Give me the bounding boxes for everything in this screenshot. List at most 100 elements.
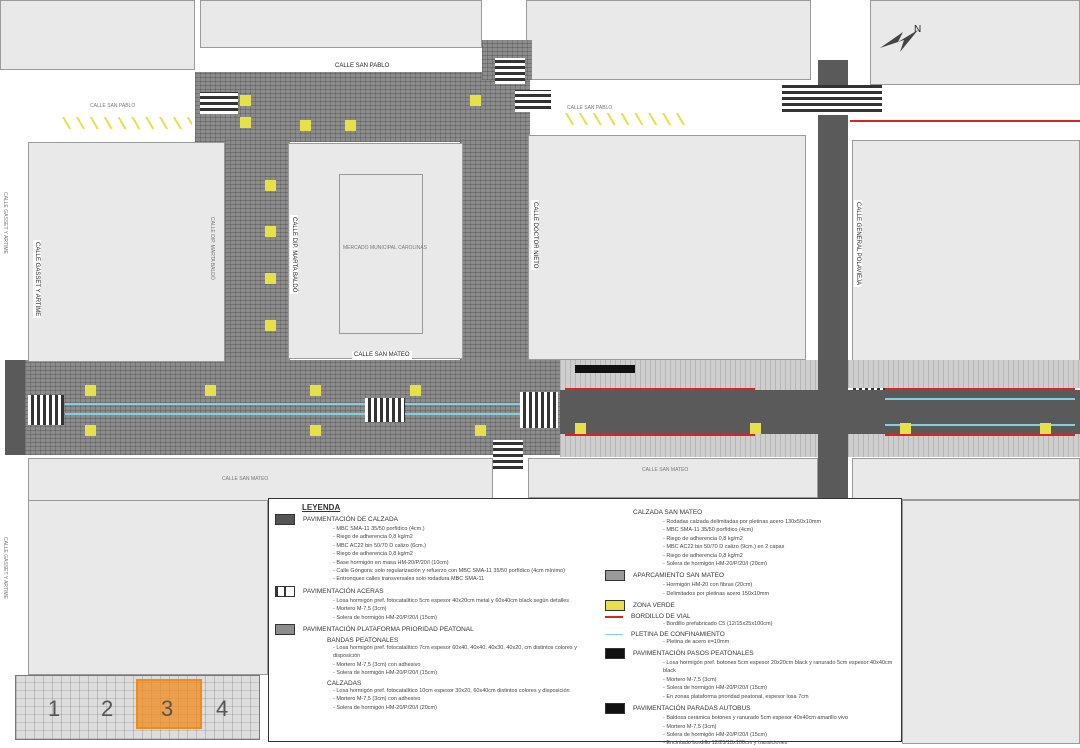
key-map-highlight [136, 679, 202, 729]
confinement-strip [65, 413, 520, 415]
street-label: CALLE DIP. MARTA BALDÓ [290, 215, 298, 295]
pedestrian-plaza [460, 140, 530, 365]
legend-item: - Losa hormigón pref. botones 5cm espeso… [663, 660, 893, 675]
key-map-section[interactable]: 4 [216, 696, 229, 721]
legend-title: LEYENDA [302, 503, 341, 512]
legend-item: - Solera de hormigón HM-20/P/20/I (15cm) [663, 731, 767, 738]
sidewalk [560, 432, 818, 457]
legend-entry-title: PAVIMENTACIÓN PARADAS AUTOBUS [633, 705, 751, 713]
market-label: MERCADO MUNICIPAL CAROLINAS [343, 245, 427, 251]
legend-item: - MBC AC22 bin 50/70 D calizo (6cm.) [333, 542, 426, 549]
legend-entry-title: PAVIMENTACIÓN PASOS PEATONALES [633, 650, 754, 658]
curb-line [850, 120, 1080, 122]
street-label: CALLE SAN MATEO [642, 467, 689, 473]
key-map[interactable]: 1 2 3 4 [15, 675, 260, 740]
curb-line [885, 434, 1075, 436]
legend-entry-title: ZONA VERDE [633, 602, 675, 610]
green-zone [410, 385, 421, 396]
building-block [852, 458, 1080, 500]
parking-markings [62, 117, 192, 129]
north-arrow-icon: N [880, 24, 921, 52]
legend-entry-title: BORDILLO DE VIAL [631, 613, 691, 621]
pedestrian-plaza [195, 72, 530, 142]
legend-item: - Riego de adherencia 0,8 kg/m2 [663, 535, 743, 542]
green-zone [575, 423, 586, 434]
sidewalk [848, 360, 1080, 388]
svg-text:N: N [914, 24, 921, 35]
legend-swatch [605, 600, 625, 612]
legend-item: - Riego de adherencia 0,8 kg/m2 [663, 552, 743, 559]
crosswalk [495, 58, 525, 84]
green-zone [900, 423, 911, 434]
legend-item: - Base hormigón en masa HM-20/P/20/I (10… [333, 559, 449, 566]
green-zone [265, 273, 276, 284]
curb-line [565, 434, 755, 436]
legend-item: - Solera de hormigón HM-20/P/20/I (20cm) [663, 561, 767, 568]
confinement-strip [885, 424, 1075, 426]
legend-item: - Encintado bordillo 12/25/18x100cm y tr… [663, 740, 788, 747]
building-block [528, 135, 806, 360]
legend-item: - Hormigón HM-20 con fibras (20cm) [663, 582, 753, 589]
legend-swatch [275, 585, 295, 597]
street-label: CALLE SAN PABLO [90, 103, 136, 109]
road-gasset-artime [5, 360, 25, 455]
green-zone [345, 120, 356, 131]
legend-item: - MBC SMA-11 35/50 porfídico (4cm) [663, 527, 754, 534]
legend-item: - Solera de hormigón HM-20/P/20/I (15cm) [333, 670, 437, 677]
legend-item: - Solera de hormigón HM-20/P/20/I (15cm) [663, 685, 767, 692]
building-block [0, 0, 195, 70]
building-block [852, 140, 1080, 362]
building-block [28, 142, 225, 362]
legend-swatch [605, 648, 625, 660]
legend-item: - Mortero M-7,5 (3cm) [663, 723, 717, 730]
green-zone [1040, 423, 1051, 434]
key-map-section[interactable]: 3 [161, 696, 174, 721]
legend-entry: BORDILLO DE VIAL [605, 613, 900, 620]
crosswalk [28, 395, 64, 425]
building-block [200, 0, 482, 48]
pedestrian-plaza [225, 140, 290, 365]
street-label: CALLE GASSET Y ARTIME [2, 192, 8, 254]
legend-item: - Mortero M-7,5 (3cm) con adhesivo [333, 696, 421, 703]
green-zone [265, 226, 276, 237]
legend-item: - Solera de hormigón HM-20/P/20/I (20cm) [333, 704, 437, 711]
legend-item: - Mortero M-7,5 (3cm) [663, 676, 717, 683]
green-zone [310, 425, 321, 436]
crosswalk [493, 440, 523, 472]
sidewalk [848, 432, 1080, 457]
green-zone [470, 95, 481, 106]
green-zone [240, 117, 251, 128]
street-label: CALLE SAN PABLO [333, 62, 392, 70]
legend-entry: PAVIMENTACIÓN DE CALZADA [275, 514, 605, 525]
crosswalk [520, 392, 558, 428]
legend-entry-title: APARCAMIENTO SAN MATEO [633, 572, 725, 580]
market-block: MERCADO MUNICIPAL CAROLINAS [288, 143, 463, 359]
legend-entry-title: CALZADA SAN MATEO [633, 509, 703, 516]
green-zone [265, 180, 276, 191]
crosswalk [365, 398, 405, 422]
legend-item: - Delimitados por pletinas acero 150x10m… [663, 590, 770, 597]
curb-line [885, 388, 1075, 390]
green-zone [475, 425, 486, 436]
legend-entry-title: PAVIMENTACIÓN ACERAS [303, 587, 384, 595]
legend-entry: PAVIMENTACIÓN ACERAS [275, 585, 605, 597]
legend-swatch [275, 514, 295, 525]
legend-swatch [605, 615, 623, 618]
bus-stop [575, 365, 635, 373]
legend-left-column: LEYENDA PAVIMENTACIÓN DE CALZADA- MBC SM… [275, 503, 605, 712]
legend-item: - Rodadas calzada delimitadas por pletin… [663, 519, 822, 525]
building-block [526, 0, 811, 80]
parking-markings [565, 113, 685, 125]
legend-entry: PAVIMENTACIÓN PARADAS AUTOBUS [605, 703, 900, 715]
green-zone [300, 120, 311, 131]
legend-item: - MBC SMA-11 35/50 porfídico (4cm.) [333, 526, 425, 532]
legend-item: - Calle Góngora: solo regularización y r… [333, 568, 565, 575]
key-map-section[interactable]: 1 [48, 696, 61, 721]
legend-item: - Baldosa cerámica botones y ranurado 5c… [663, 715, 848, 722]
legend-subtitle: CALZADAS [327, 679, 362, 687]
key-map-section[interactable]: 2 [101, 696, 114, 721]
street-label: CALLE DOCTOR NIETO [531, 200, 539, 271]
street-label: CALLE GASSET Y ARTIME [33, 240, 41, 319]
building-block [28, 500, 268, 675]
legend-swatch [605, 633, 623, 635]
